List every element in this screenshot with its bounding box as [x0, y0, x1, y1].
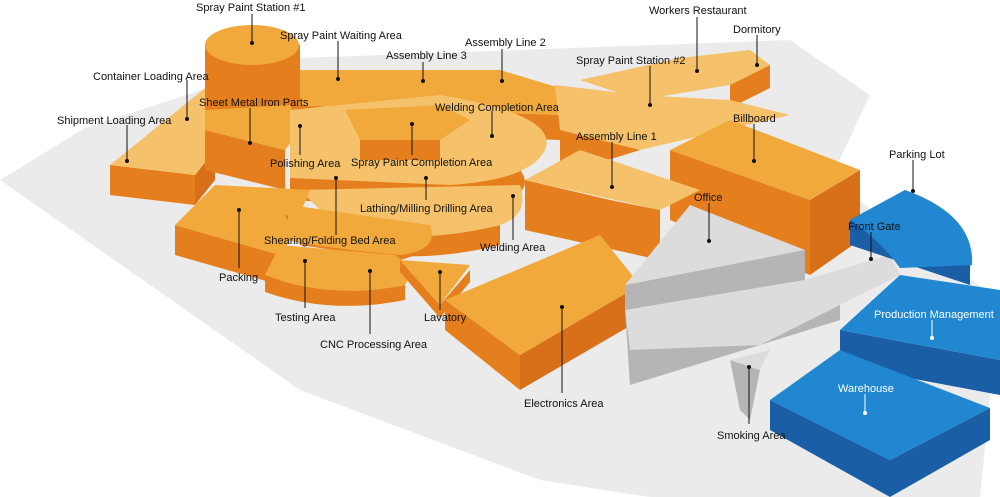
label-sheet-metal-iron-parts: Sheet Metal Iron Parts [199, 97, 309, 145]
label-dormitory: Dormitory [733, 24, 781, 67]
svg-text:Electronics Area: Electronics Area [524, 398, 604, 410]
svg-text:Smoking Area: Smoking Area [717, 430, 786, 442]
lavatory-block [400, 260, 470, 318]
svg-text:CNC Processing Area: CNC Processing Area [320, 339, 428, 351]
label-welding-area: Welding Area [480, 194, 546, 254]
label-front-gate: Front Gate [848, 221, 901, 261]
svg-text:Spray Paint Completion Area: Spray Paint Completion Area [351, 157, 493, 169]
label-warehouse: Warehouse [838, 383, 894, 415]
label-lavatory: Lavatory [424, 270, 467, 324]
label-spray-paint-waiting-area: Spray Paint Waiting Area [280, 30, 403, 81]
svg-text:Dormitory: Dormitory [733, 24, 781, 36]
svg-text:Polishing Area: Polishing Area [270, 158, 341, 170]
svg-text:Spray Paint Station #1: Spray Paint Station #1 [196, 2, 305, 14]
label-workers-restaurant: Workers Restaurant [649, 5, 747, 73]
packing-block [175, 185, 310, 285]
label-polishing-area: Polishing Area [270, 124, 341, 170]
svg-text:Lathing/Milling Drilling Area: Lathing/Milling Drilling Area [360, 203, 494, 215]
label-office: Office [694, 192, 723, 243]
label-cnc-processing-area: CNC Processing Area [320, 269, 428, 351]
svg-text:Shipment Loading Area: Shipment Loading Area [57, 115, 172, 127]
label-spray-paint-station-1: Spray Paint Station #1 [196, 2, 305, 45]
svg-text:Welding Area: Welding Area [480, 242, 546, 254]
svg-text:Testing Area: Testing Area [275, 312, 336, 324]
label-spray-paint-completion-area: Spray Paint Completion Area [351, 122, 493, 169]
svg-text:Packing: Packing [219, 272, 258, 284]
label-smoking-area: Smoking Area [717, 365, 786, 442]
svg-text:Production Management: Production Management [874, 309, 994, 321]
shearing-block [285, 205, 432, 260]
label-assembly-line-1: Assembly Line 1 [576, 131, 657, 189]
svg-text:Assembly Line 3: Assembly Line 3 [386, 50, 467, 62]
svg-text:Billboard: Billboard [733, 113, 776, 125]
label-spray-paint-station-2: Spray Paint Station #2 [576, 55, 685, 107]
svg-text:Parking Lot: Parking Lot [889, 149, 945, 161]
label-packing: Packing [219, 208, 258, 284]
svg-text:Office: Office [694, 192, 723, 204]
office-block [625, 205, 900, 420]
electronics-block [445, 235, 640, 390]
label-billboard: Billboard [733, 113, 776, 163]
warehouse-block [770, 350, 990, 497]
label-shipment-loading-area: Shipment Loading Area [57, 115, 172, 163]
sheet-metal-block [205, 105, 300, 190]
dormitory-block [580, 50, 770, 108]
label-lathing-milling-drilling-area: Lathing/Milling Drilling Area [360, 176, 494, 215]
svg-text:Welding Completion Area: Welding Completion Area [435, 102, 560, 114]
production-management-block [840, 275, 1000, 395]
label-assembly-line-3: Assembly Line 3 [386, 50, 467, 83]
svg-text:Sheet Metal Iron Parts: Sheet Metal Iron Parts [199, 97, 309, 109]
svg-text:Spray Paint Waiting Area: Spray Paint Waiting Area [280, 30, 403, 42]
svg-text:Assembly Line 2: Assembly Line 2 [465, 37, 546, 49]
svg-text:Lavatory: Lavatory [424, 312, 467, 324]
label-assembly-line-2: Assembly Line 2 [465, 37, 546, 83]
label-parking-lot: Parking Lot [889, 149, 945, 193]
svg-text:Container Loading Area: Container Loading Area [93, 71, 209, 83]
label-electronics-area: Electronics Area [524, 305, 604, 410]
svg-text:Workers Restaurant: Workers Restaurant [649, 5, 747, 17]
label-production-management: Production Management [874, 309, 994, 340]
label-testing-area: Testing Area [275, 259, 336, 324]
svg-text:Spray Paint Station #2: Spray Paint Station #2 [576, 55, 685, 67]
parking-lot-block [850, 190, 973, 285]
svg-text:Front Gate: Front Gate [848, 221, 901, 233]
label-container-loading-area: Container Loading Area [93, 71, 209, 121]
svg-text:Shearing/Folding Bed Area: Shearing/Folding Bed Area [264, 235, 396, 247]
label-welding-completion-area: Welding Completion Area [435, 102, 560, 138]
svg-text:Warehouse: Warehouse [838, 383, 894, 395]
label-shearing-folding-bed-area: Shearing/Folding Bed Area [264, 176, 396, 247]
svg-text:Assembly Line 1: Assembly Line 1 [576, 131, 657, 143]
